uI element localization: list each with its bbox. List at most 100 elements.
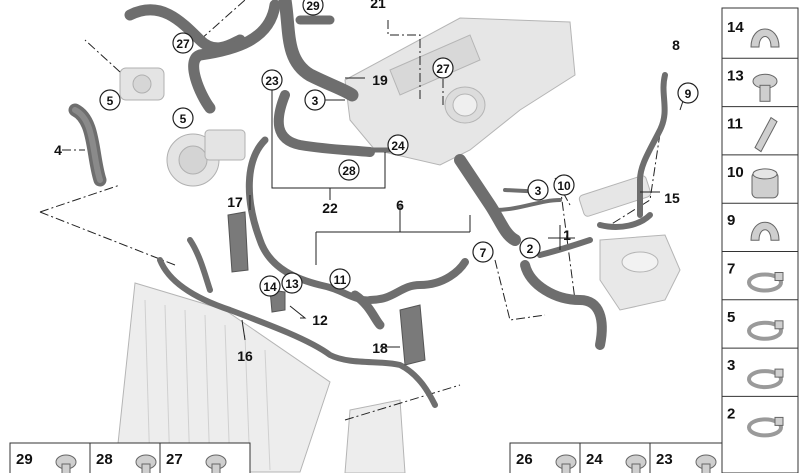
callout-22: 22 <box>322 200 338 216</box>
callout-label: 27 <box>176 37 190 51</box>
legend-number: 29 <box>16 451 33 468</box>
callout-27: 27 <box>172 32 194 54</box>
callout-3: 3 <box>527 179 549 201</box>
callout-19: 19 <box>372 72 388 88</box>
callout-label: 13 <box>285 277 299 291</box>
legend-number: 9 <box>727 212 735 229</box>
legend-number: 3 <box>727 357 735 374</box>
legend-item-7: 7 <box>722 251 798 293</box>
legend-number: 26 <box>516 451 533 468</box>
legend-item-2: 2 <box>722 395 798 438</box>
callout-label: 3 <box>535 184 542 198</box>
callout-14: 14 <box>259 275 281 297</box>
part-7-icon <box>747 272 784 293</box>
callout-label: 5 <box>107 94 114 108</box>
callout-circle <box>472 241 494 263</box>
auxiliary-pump <box>578 175 652 217</box>
legend-item-14: 14 <box>727 19 780 48</box>
part-28-icon <box>135 454 157 473</box>
legend-number: 28 <box>96 451 113 468</box>
part-14-icon <box>750 28 780 48</box>
callout-circle <box>432 57 454 79</box>
callout-8: 8 <box>672 37 680 53</box>
callout-label: 5 <box>180 112 187 126</box>
part-9-icon <box>750 221 780 241</box>
callout-label: 27 <box>436 62 450 76</box>
part-24-icon <box>625 454 647 473</box>
callout-circle <box>553 174 575 196</box>
callout-label: 11 <box>334 273 347 287</box>
legend-number: 23 <box>656 451 673 468</box>
callout-27: 27 <box>432 57 454 79</box>
legend-number: 13 <box>727 67 744 84</box>
callout-17: 17 <box>227 194 243 210</box>
callout-16: 16 <box>237 348 253 364</box>
callout-29: 29 <box>302 0 324 16</box>
part-10-icon <box>751 168 779 199</box>
legend-bottom-right <box>509 442 723 473</box>
callout-label: 19 <box>372 72 388 88</box>
legend-number: 27 <box>166 451 183 468</box>
callout-5: 5 <box>99 89 121 111</box>
legend-item-24: 24 <box>586 451 647 473</box>
callout-circle <box>527 179 549 201</box>
callout-5: 5 <box>172 107 194 129</box>
callout-circle <box>172 107 194 129</box>
legend-item-10: 10 <box>722 154 798 199</box>
callout-label: 29 <box>306 0 320 13</box>
callout-circle <box>99 89 121 111</box>
part-11-icon <box>754 116 778 153</box>
legend-item-26: 26 <box>516 451 577 473</box>
part-13-icon <box>752 73 778 102</box>
thermostat <box>119 67 165 101</box>
legend-number: 7 <box>727 261 735 278</box>
callout-circle <box>338 159 360 181</box>
callout-label: 21 <box>370 0 386 11</box>
callout-18: 18 <box>372 340 388 356</box>
part-2-icon <box>747 416 784 438</box>
callout-circle <box>261 69 283 91</box>
callout-circle <box>329 268 351 290</box>
callout-11: 11 <box>329 268 351 290</box>
legend-item-28: 28 <box>96 451 157 473</box>
callout-lines <box>241 77 686 348</box>
aux-radiator <box>344 399 406 473</box>
callout-label: 8 <box>672 37 680 53</box>
callout-label: 15 <box>664 190 680 206</box>
callout-2: 2 <box>519 237 541 259</box>
part-29-icon <box>55 454 77 473</box>
callout-label: 16 <box>237 348 253 364</box>
legend-item-9: 9 <box>722 202 798 241</box>
legend-item-11: 11 <box>722 106 798 153</box>
callout-7: 7 <box>472 241 494 263</box>
callout-circle <box>281 272 303 294</box>
callout-label: 12 <box>312 312 328 328</box>
part-23-icon <box>695 454 717 473</box>
callout-circle <box>172 32 194 54</box>
callout-6: 6 <box>396 197 404 213</box>
part-26-icon <box>555 454 577 473</box>
legend-item-27: 27 <box>166 451 227 473</box>
callout-1: 1 <box>563 227 571 243</box>
callout-23: 23 <box>261 69 283 91</box>
callout-circle <box>304 89 326 111</box>
callout-label: 28 <box>342 164 356 178</box>
callout-24: 24 <box>387 134 409 156</box>
intake-manifold <box>344 17 576 166</box>
callout-label: 17 <box>227 194 243 210</box>
legend-item-3: 3 <box>722 347 798 390</box>
radiator <box>114 282 331 473</box>
legend-item-29: 29 <box>16 451 77 473</box>
legend-number: 24 <box>586 451 603 468</box>
callout-3: 3 <box>304 89 326 111</box>
brackets <box>227 211 426 366</box>
callout-label: 7 <box>480 246 487 260</box>
legend-number: 14 <box>727 19 744 36</box>
callout-label: 6 <box>396 197 404 213</box>
hoses <box>68 0 668 408</box>
callout-label: 22 <box>322 200 338 216</box>
callout-10: 10 <box>553 174 575 196</box>
callout-circle <box>387 134 409 156</box>
